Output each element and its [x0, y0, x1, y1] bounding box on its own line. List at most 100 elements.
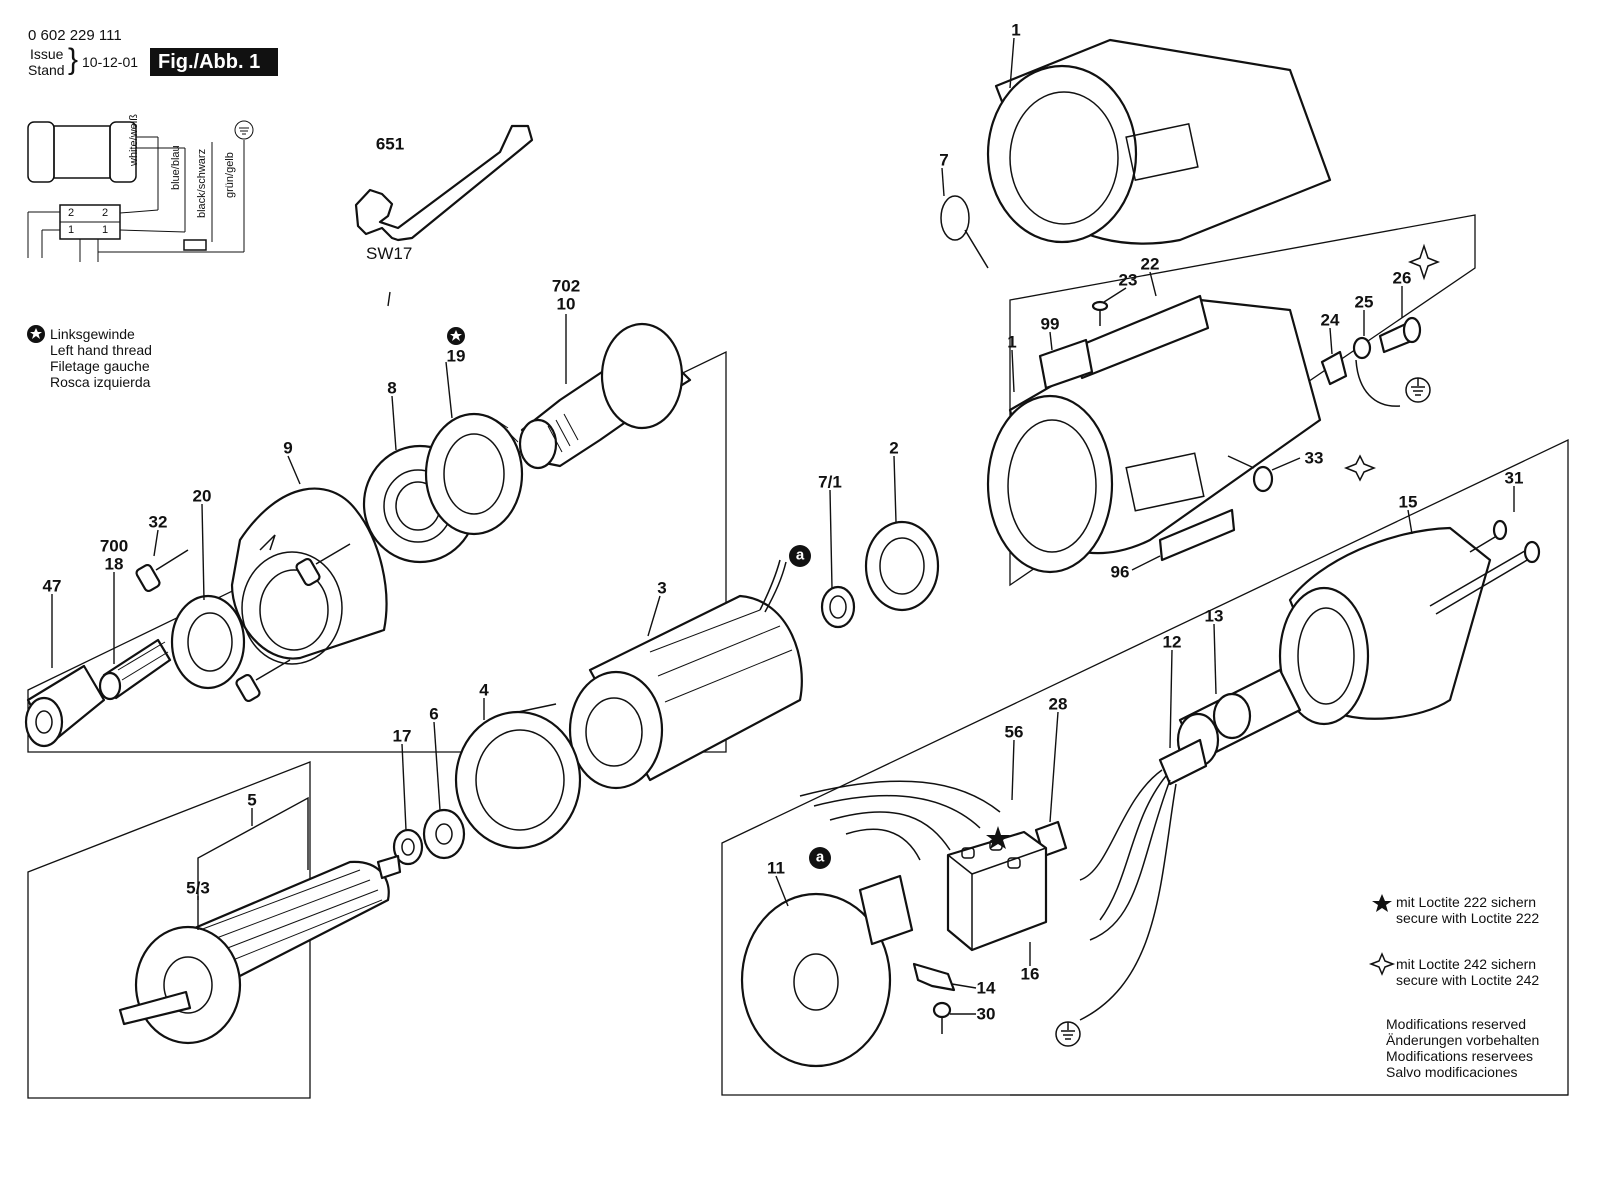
callout-10: 10: [556, 294, 576, 314]
washer-7-1: [820, 585, 856, 629]
legend-line: Linksgewinde: [50, 326, 135, 342]
screw-33: [1227, 455, 1274, 493]
lower-left-frame: [27, 761, 311, 1099]
modifications-note: Salvo modificaciones: [1386, 1064, 1518, 1080]
callout-47: 47: [42, 576, 62, 596]
modifications-note: Änderungen vorbehalten: [1386, 1032, 1540, 1048]
callout-99: 99: [1040, 314, 1060, 334]
callout-702: 702: [551, 276, 581, 296]
screw-31: [1429, 519, 1541, 615]
marker-a-icon: [809, 847, 831, 869]
terminal-label: 1: [68, 224, 75, 236]
lock-nut-19: [424, 412, 524, 536]
screw-26: [1378, 316, 1422, 354]
label-96: [1158, 508, 1236, 562]
leader-lines: [51, 37, 1515, 1015]
washer-17: [392, 828, 424, 866]
callout-11: 11: [767, 858, 785, 878]
stand-label: Stand: [28, 62, 65, 78]
callout-9: 9: [283, 438, 293, 458]
callout-7-1: 7/1: [818, 472, 842, 492]
callout-22: 22: [1140, 254, 1160, 274]
housing-lower-1: [986, 294, 1322, 574]
part-number: 0 602 229 111: [28, 27, 122, 44]
wire-label-blue: blue/blau: [170, 145, 182, 190]
fig-label: Fig./Abb. 1: [158, 51, 261, 73]
field-winding-3: [568, 559, 803, 790]
loctite-242-note: mit Loctite 242 sichern: [1396, 956, 1537, 972]
end-shield-11: [740, 874, 914, 1068]
marker-a-label: a: [795, 546, 805, 564]
callout-13: 13: [1204, 606, 1224, 626]
callout-700: 700: [99, 536, 129, 556]
callout-12: 12: [1162, 632, 1182, 652]
washer-2: [864, 520, 940, 612]
wire-label-white: white/weiß: [128, 114, 140, 166]
clip-24: [1320, 350, 1348, 386]
marker-a-label: a: [815, 848, 825, 866]
loctite-222-star-icon: [1372, 894, 1392, 912]
callout-24: 24: [1320, 310, 1340, 330]
callout-32: 32: [148, 512, 168, 532]
wiring-diagram: [27, 120, 254, 262]
callout-19: 19: [446, 346, 466, 366]
callout-4: 4: [479, 680, 489, 700]
cable-clamp-14: [912, 962, 956, 992]
washer-25: [1352, 336, 1401, 407]
callout-17: 17: [392, 726, 412, 746]
callout-96: 96: [1110, 562, 1130, 582]
callout-6: 6: [429, 704, 439, 724]
callout-20: 20: [192, 486, 212, 506]
date-label: 10-12-01: [82, 54, 139, 70]
terminal-label: 2: [102, 207, 109, 219]
callout-14: 14: [976, 978, 996, 998]
issue-label: Issue: [30, 46, 64, 62]
screw-30: [932, 1001, 952, 1034]
wire-label-green: grün/gelb: [224, 152, 236, 198]
left-hand-thread-icon: [27, 325, 45, 343]
loctite-222-star-icon: [986, 826, 1010, 849]
wrench-size-label: SW17: [366, 244, 413, 263]
bearing-6: [422, 808, 466, 860]
callout-5: 5: [247, 790, 257, 810]
callout-651: 651: [375, 134, 405, 154]
screw-23: [1091, 300, 1109, 326]
callout-25: 25: [1354, 292, 1374, 312]
spindle-10: [518, 322, 692, 470]
armature-5: [118, 854, 402, 1045]
leads-a: [799, 780, 1001, 861]
callout-31: 31: [1504, 468, 1524, 488]
terminal-label: 2: [68, 207, 75, 219]
callout-16: 16: [1020, 964, 1040, 984]
callout-33: 33: [1304, 448, 1324, 468]
callout-2: 2: [889, 438, 899, 458]
left-hand-thread-icon: [447, 327, 465, 345]
callout-18: 18: [104, 554, 124, 574]
loctite-242-star-icon: [1407, 243, 1441, 281]
callout-28: 28: [1048, 694, 1068, 714]
legend-line: Left hand thread: [50, 342, 152, 358]
fig-label-box: [150, 48, 278, 76]
loctite-242-note: secure with Loctite 242: [1396, 972, 1540, 988]
housing-cover-15: [1278, 526, 1492, 726]
bearing-flange-9: [230, 487, 388, 665]
callout-1: 1: [1011, 20, 1021, 40]
o-ring-7: [940, 195, 989, 269]
switch-16: [946, 830, 1048, 952]
loctite-222-note: secure with Loctite 222: [1396, 910, 1540, 926]
ground-icon: [1055, 1021, 1081, 1047]
callout-26: 26: [1392, 268, 1412, 288]
callout-1: 1: [1007, 332, 1017, 352]
legend-line: Filetage gauche: [50, 358, 150, 374]
collet-18: [98, 638, 172, 701]
callout-5-3: 5/3: [186, 878, 210, 898]
ground-icon: [1405, 377, 1431, 403]
wrench: [354, 124, 534, 242]
callout-3: 3: [657, 578, 667, 598]
brace: }: [68, 43, 79, 76]
callout-56: 56: [1004, 722, 1024, 742]
screw-32: [135, 549, 189, 593]
nut-47: [24, 664, 106, 748]
sleeve-4: [454, 703, 582, 850]
